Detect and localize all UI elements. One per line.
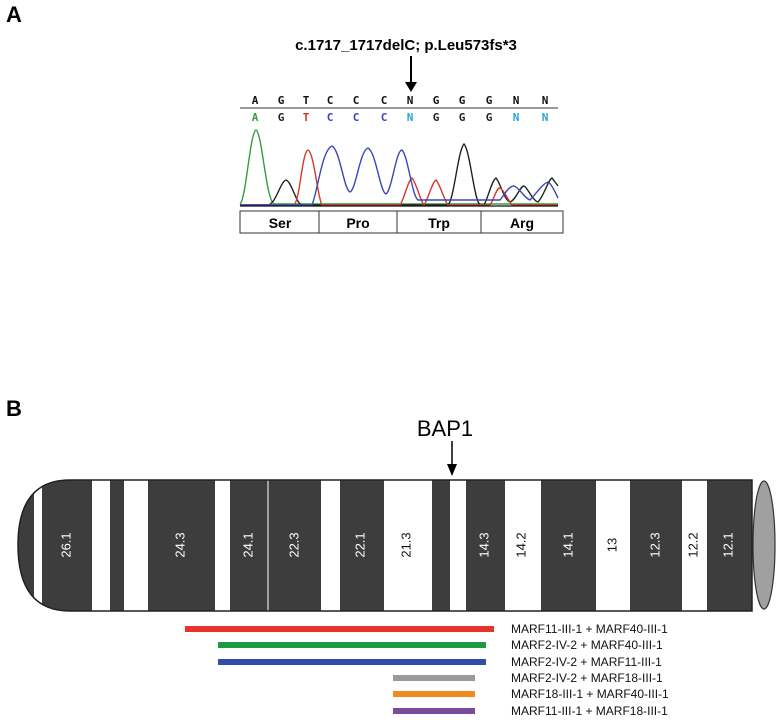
base-call: N — [407, 94, 414, 107]
colored-base: C — [327, 111, 334, 124]
band-label: 13 — [604, 538, 619, 552]
chromosome-band-dark — [230, 480, 268, 611]
band-label: 22.1 — [352, 532, 367, 557]
band-background — [18, 480, 752, 611]
amino-acid-label: Trp — [428, 215, 450, 231]
band-label: 21.3 — [398, 532, 413, 557]
base-call: C — [353, 94, 360, 107]
band-label: 14.3 — [476, 532, 491, 557]
mutation-arrow-head — [405, 82, 417, 92]
band-labels: 26.1 24.3 24.1 22.3 22.1 21.3 14.3 14.2 14.1 13 12… — [58, 532, 735, 557]
amino-acid-table: Ser Pro Trp Arg — [239, 210, 564, 234]
base-call: C — [327, 94, 334, 107]
colored-base: G — [486, 111, 493, 124]
segment-label: MARF11-III-1 + MARF18-III-1 — [511, 704, 668, 718]
colored-base: C — [353, 111, 360, 124]
base-call: T — [303, 94, 310, 107]
base-call: G — [459, 94, 466, 107]
band-label: 14.1 — [560, 532, 575, 557]
chromatogram-traces — [239, 129, 559, 207]
colored-base: G — [433, 111, 440, 124]
base-call: G — [486, 94, 493, 107]
trace-a — [239, 129, 558, 205]
chromosome-band-dark — [466, 480, 505, 611]
colored-base: T — [303, 111, 310, 124]
trace-t — [240, 149, 558, 207]
amino-acid-label: Pro — [346, 215, 369, 231]
mutation-title: c.1717_1717delC; p.Leu573fs*3 — [295, 37, 517, 54]
centromere — [752, 480, 776, 610]
band-label: 12.3 — [647, 532, 662, 557]
panel-a-label: A — [6, 2, 22, 27]
chromosome-outline — [17, 479, 753, 612]
gene-arrow-head — [447, 464, 457, 476]
band-label: 12.1 — [720, 532, 735, 557]
trace-g — [240, 143, 559, 206]
colored-base: N — [542, 111, 549, 124]
band-label: 26.1 — [58, 532, 73, 557]
band-label: 22.3 — [286, 532, 301, 557]
base-call: G — [278, 94, 285, 107]
chromosome-bands — [18, 480, 752, 611]
chromosome-band-dark — [707, 480, 752, 611]
chromosome-band-dark — [268, 480, 321, 611]
gene-label: BAP1 — [417, 416, 473, 441]
trace-c — [240, 145, 559, 206]
segment-label: MARF2-IV-2 + MARF40-III-1 — [511, 638, 663, 652]
chromosome-band-dark — [148, 480, 215, 611]
base-call: N — [513, 94, 520, 107]
segment-label: MARF18-III-1 + MARF40-III-1 — [511, 687, 669, 701]
colored-base: N — [407, 111, 414, 124]
amino-acid-box — [239, 210, 564, 234]
base-call: N — [542, 94, 549, 107]
base-call: A — [252, 94, 259, 107]
band-label: 24.3 — [172, 532, 187, 557]
segment-label: MARF2-IV-2 + MARF18-III-1 — [511, 671, 663, 685]
colored-base: N — [513, 111, 520, 124]
panel-b-label: B — [6, 396, 22, 421]
chromosome-band-dark — [110, 480, 124, 611]
chromosome-band-dark — [42, 480, 92, 611]
amino-acid-label: Arg — [510, 215, 534, 231]
base-call: C — [381, 94, 388, 107]
chromosome-panel: BAP1 26.1 24.3 24.1 22.3 22.1 21.3 14.3 14.2 14.… — [17, 416, 776, 718]
colored-base: C — [381, 111, 388, 124]
chromosome-band-dark — [432, 480, 450, 611]
colored-base: G — [459, 111, 466, 124]
colored-base: A — [252, 111, 259, 124]
band-label: 24.1 — [240, 532, 255, 557]
segment-label: MARF2-IV-2 + MARF11-III-1 — [511, 655, 662, 669]
band-label: 14.2 — [513, 532, 528, 557]
base-call: G — [433, 94, 440, 107]
band-label: 12.2 — [685, 532, 700, 557]
chromosome-band-dark — [541, 480, 596, 611]
chromosome-band-dark — [18, 480, 34, 611]
amino-acid-label: Ser — [269, 215, 292, 231]
segment-label: MARF11-III-1 + MARF40-III-1 — [511, 622, 668, 636]
chromosome-band-dark — [630, 480, 682, 611]
chromosome-band-dark — [340, 480, 384, 611]
colored-base: G — [278, 111, 285, 124]
